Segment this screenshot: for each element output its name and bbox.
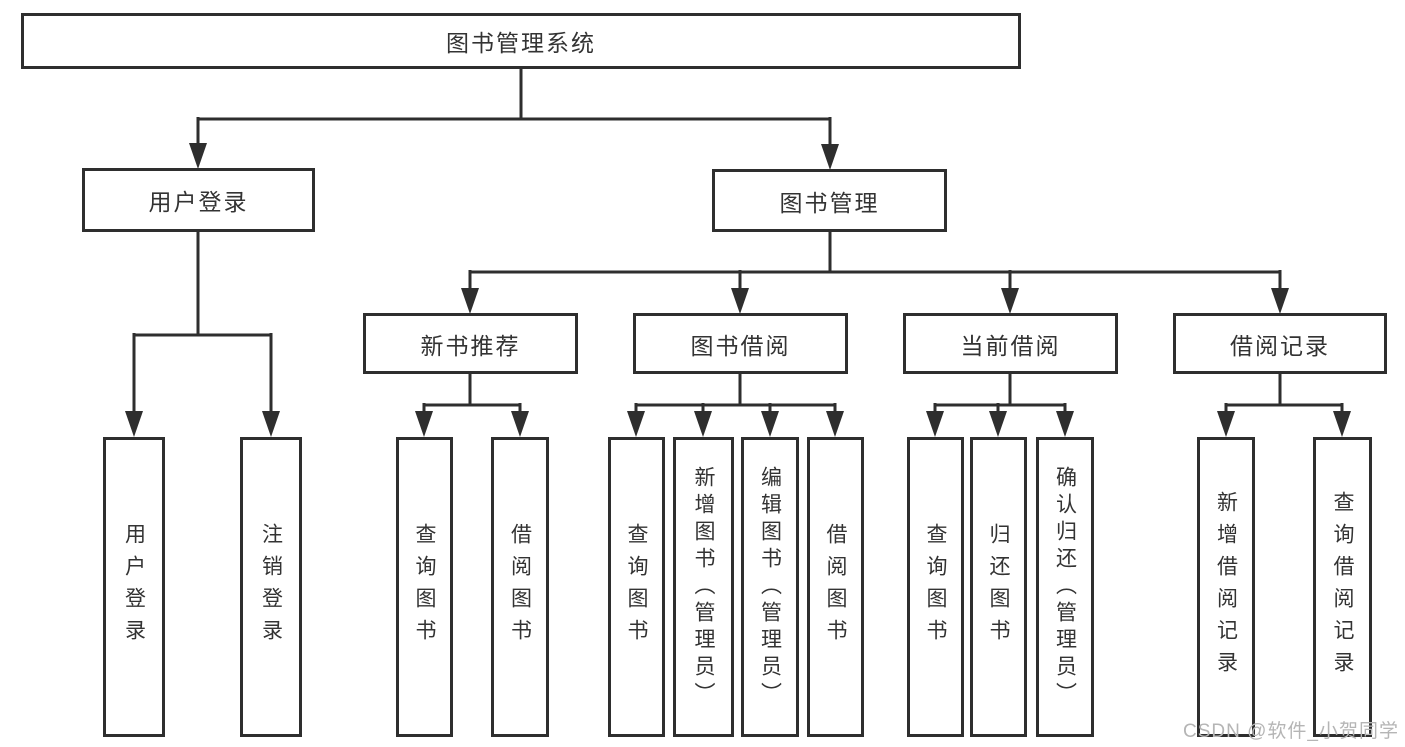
leaf-query-books-current-label: 查询图书 bbox=[924, 523, 947, 651]
arrow-down-icon bbox=[826, 411, 844, 437]
node-book-borrow: 图书借阅 bbox=[633, 313, 848, 374]
node-root: 图书管理系统 bbox=[21, 13, 1021, 69]
leaf-user-login-label: 用户登录 bbox=[122, 523, 146, 651]
leaf-query-books-borrow: 查询图书 bbox=[608, 437, 665, 737]
leaf-query-books-current: 查询图书 bbox=[907, 437, 964, 737]
leaf-query-books-recommend-label: 查询图书 bbox=[413, 523, 436, 651]
leaf-logout: 注销登录 bbox=[240, 437, 302, 737]
leaf-return-books: 归还图书 bbox=[970, 437, 1027, 737]
leaf-return-books-label: 归还图书 bbox=[987, 523, 1010, 651]
node-book-borrow-label: 图书借阅 bbox=[690, 332, 791, 359]
node-book-management-label: 图书管理 bbox=[779, 189, 880, 216]
leaf-add-borrow-record: 新增借阅记录 bbox=[1197, 437, 1255, 737]
leaf-add-books-admin-label: 新增图书（管理员） bbox=[692, 465, 715, 709]
connector-userlogin-to-leaves bbox=[132, 231, 273, 418]
arrow-down-icon bbox=[926, 411, 944, 437]
connector-bookborrow-to-leaves bbox=[634, 373, 837, 418]
arrow-down-icon bbox=[461, 288, 479, 314]
arrow-down-icon bbox=[731, 288, 749, 314]
connector-currentborrow-to-leaves bbox=[933, 373, 1067, 418]
arrow-down-icon bbox=[821, 144, 839, 170]
node-borrow-records: 借阅记录 bbox=[1173, 313, 1387, 374]
node-borrow-records-label: 借阅记录 bbox=[1230, 332, 1330, 359]
node-book-management: 图书管理 bbox=[712, 169, 947, 232]
leaf-borrow-books-recommend-label: 借阅图书 bbox=[508, 523, 532, 651]
leaf-edit-books-admin-label: 编辑图书（管理员） bbox=[758, 465, 782, 709]
connector-newbookrec-to-leaves bbox=[422, 373, 522, 418]
connector-root-to-level2 bbox=[196, 68, 832, 152]
leaf-add-borrow-record-label: 新增借阅记录 bbox=[1214, 491, 1238, 683]
arrow-down-icon bbox=[1217, 411, 1235, 437]
watermark: CSDN @软件_小贺同学 bbox=[1183, 721, 1399, 742]
arrow-down-icon bbox=[989, 411, 1007, 437]
leaf-query-borrow-record-label: 查询借阅记录 bbox=[1331, 491, 1354, 683]
node-new-book-recommend-label: 新书推荐 bbox=[420, 332, 521, 359]
leaf-edit-books-admin: 编辑图书（管理员） bbox=[741, 437, 799, 737]
leaf-query-borrow-record: 查询借阅记录 bbox=[1313, 437, 1372, 737]
node-user-login-label: 用户登录 bbox=[148, 189, 249, 215]
leaf-confirm-return-admin: 确认归还（管理员） bbox=[1036, 437, 1094, 737]
node-root-label: 图书管理系统 bbox=[446, 30, 596, 56]
leaf-query-books-recommend: 查询图书 bbox=[396, 437, 453, 737]
leaf-confirm-return-admin-label: 确认归还（管理员） bbox=[1053, 465, 1077, 709]
leaf-borrow-books-borrow-label: 借阅图书 bbox=[824, 523, 847, 651]
arrow-down-icon bbox=[1001, 288, 1019, 314]
leaf-borrow-books-recommend: 借阅图书 bbox=[491, 437, 549, 737]
arrow-down-icon bbox=[415, 411, 433, 437]
arrow-down-icon bbox=[262, 411, 280, 437]
connector-borrowrecords-to-leaves bbox=[1224, 373, 1344, 418]
arrow-down-icon bbox=[189, 143, 207, 169]
leaf-add-books-admin: 新增图书（管理员） bbox=[673, 437, 734, 737]
leaf-query-books-borrow-label: 查询图书 bbox=[625, 523, 648, 651]
arrow-down-icon bbox=[1333, 411, 1351, 437]
connector-bookmgmt-to-level3 bbox=[468, 231, 1282, 296]
node-user-login: 用户登录 bbox=[82, 168, 315, 232]
arrow-down-icon bbox=[1056, 411, 1074, 437]
arrow-down-icon bbox=[627, 411, 645, 437]
arrow-down-icon bbox=[761, 411, 779, 437]
arrow-down-icon bbox=[1271, 288, 1289, 314]
node-current-borrow-label: 当前借阅 bbox=[960, 332, 1061, 359]
leaf-user-login: 用户登录 bbox=[103, 437, 165, 737]
leaf-logout-label: 注销登录 bbox=[259, 523, 283, 651]
node-current-borrow: 当前借阅 bbox=[903, 313, 1118, 374]
arrow-down-icon bbox=[694, 411, 712, 437]
arrow-down-icon bbox=[125, 411, 143, 437]
arrowheads bbox=[125, 143, 1351, 437]
leaf-borrow-books-borrow: 借阅图书 bbox=[807, 437, 864, 737]
node-new-book-recommend: 新书推荐 bbox=[363, 313, 578, 374]
arrow-down-icon bbox=[511, 411, 529, 437]
